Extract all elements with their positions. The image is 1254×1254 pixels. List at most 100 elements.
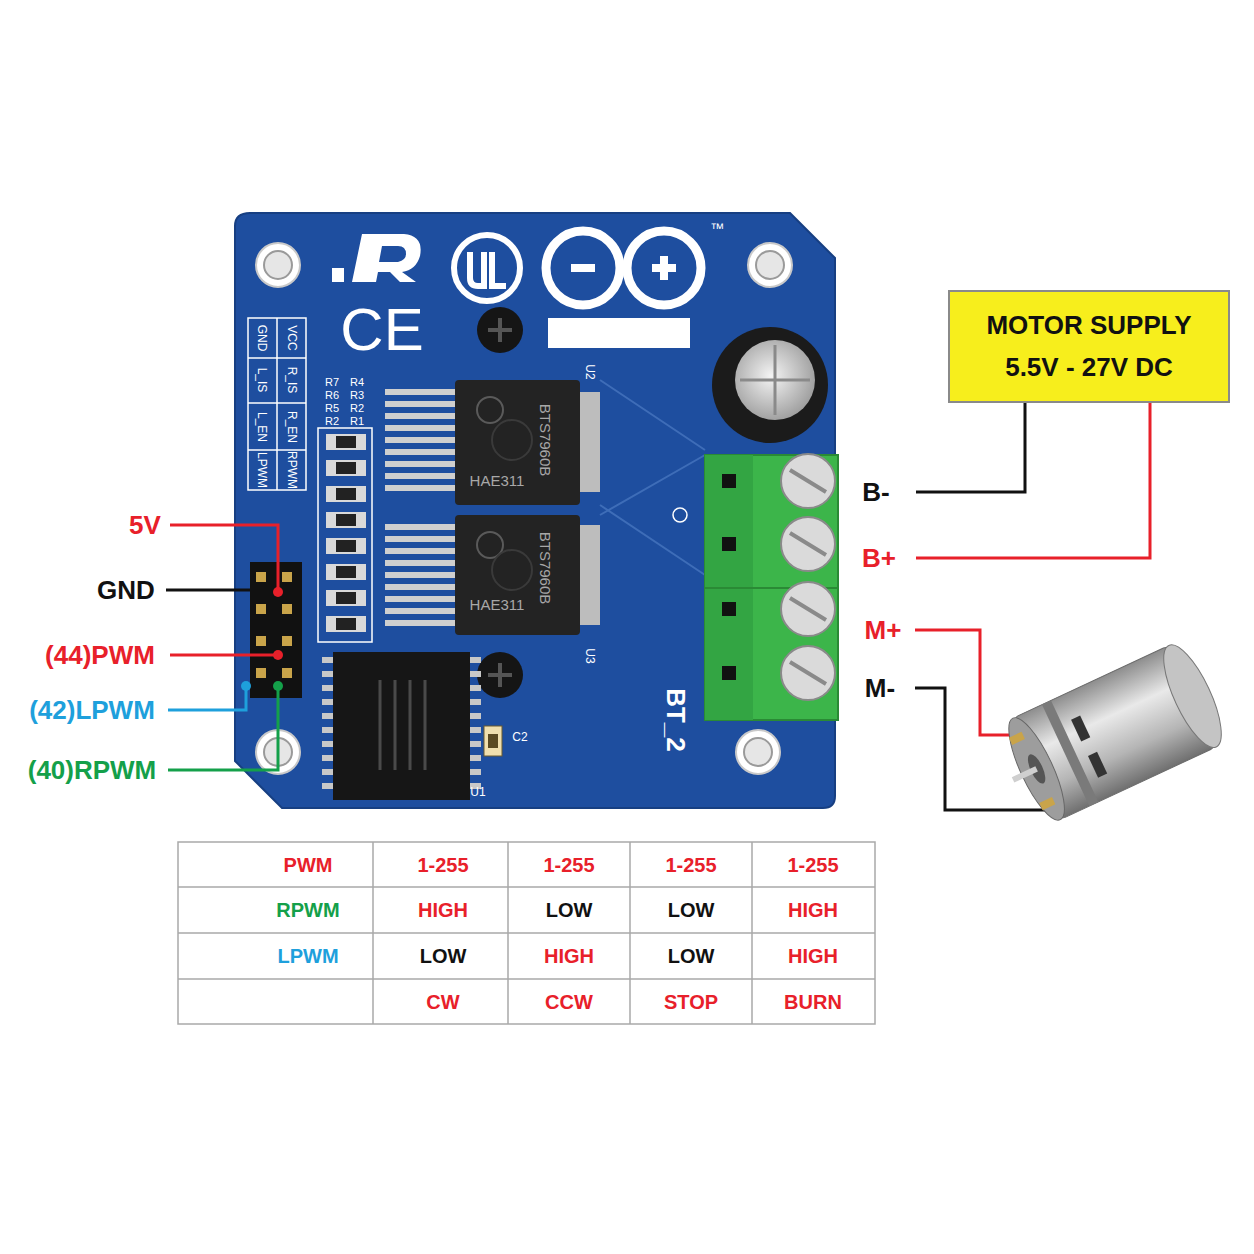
wire-dot: [273, 681, 283, 691]
supply-box: MOTOR SUPPLY 5.5V - 27V DC: [948, 290, 1230, 403]
wire-rpwm: [168, 686, 278, 770]
table-cell: RPWM: [276, 900, 339, 920]
table-cell: LOW: [546, 900, 593, 920]
screw: [477, 307, 523, 353]
table-cell: LOW: [668, 946, 715, 966]
arduino-logo: [627, 231, 701, 305]
wire-b-minus: [916, 403, 1025, 492]
resistor-body: [336, 618, 356, 630]
silkscreen-text: R_IS: [286, 367, 298, 394]
capacitor-body: [488, 734, 498, 748]
resistor-ref: R3: [350, 390, 364, 401]
silkscreen-text: R_EN: [286, 411, 298, 443]
capacitor-can: [712, 327, 828, 443]
silk-line: [248, 449, 306, 451]
minus-sign: [571, 264, 595, 272]
terminal-screws: [781, 454, 835, 700]
silk-line: [248, 357, 306, 359]
mosfet-mark: [492, 420, 532, 460]
hole-center: [756, 251, 784, 279]
wire-dot: [273, 650, 283, 660]
capacitor-top: [735, 340, 815, 420]
silk-symbol: [673, 508, 687, 522]
table-cell: HIGH: [418, 900, 468, 920]
table-frame: [178, 842, 875, 1024]
resistor-body: [336, 488, 356, 500]
chip-marking: BTS7960B: [538, 532, 553, 605]
ce-mark: CE: [340, 300, 423, 360]
motor-face: [998, 711, 1074, 826]
terminal-hole: [722, 666, 736, 680]
motor-endcap: [1153, 638, 1233, 755]
terminal-holes: [722, 474, 736, 680]
wire-dot: [273, 587, 283, 597]
resistors: [326, 434, 366, 632]
terminal-hole: [722, 474, 736, 488]
silkscreen-text: RPWM: [286, 451, 298, 489]
table-cell: 1-255: [665, 855, 716, 875]
table-cell: CW: [426, 992, 459, 1012]
silk-outline: [248, 318, 306, 490]
terminal-label: B-: [862, 479, 889, 505]
header-pin: [256, 636, 266, 646]
resistor: [326, 512, 366, 528]
pin-label: GND: [97, 577, 155, 603]
mosfet-tab: [580, 392, 600, 492]
component-ref: U2: [584, 364, 596, 379]
header-pin: [282, 604, 292, 614]
silk-outline: [318, 428, 372, 642]
arduino-logo: [546, 231, 620, 305]
ic-marking: [380, 680, 425, 770]
silkscreen-table: [248, 318, 306, 490]
screw: [477, 652, 523, 698]
terminal-body: [705, 455, 838, 720]
ic-u1: [322, 652, 481, 800]
silkscreen-text: GND: [256, 325, 268, 352]
ul-letters: [470, 252, 506, 286]
resistor: [326, 590, 366, 606]
resistor-bodies: [336, 436, 356, 630]
resistor-ref: R2: [325, 416, 339, 427]
table-cell: 1-255: [787, 855, 838, 875]
header-pin: [256, 604, 266, 614]
table-cell: HIGH: [788, 946, 838, 966]
resistor-body: [336, 462, 356, 474]
terminal-hole: [722, 602, 736, 616]
silk-line: [276, 318, 278, 490]
mosfet-tab: [580, 525, 600, 625]
silkscreen-text: L_EN: [256, 412, 268, 442]
table-cell: STOP: [664, 992, 718, 1012]
chip-marking: HAE311: [470, 473, 525, 488]
resistor-body: [336, 436, 356, 448]
trademark: ™: [710, 221, 724, 235]
table-cell: BURN: [784, 992, 842, 1012]
motor-terminal: [1039, 797, 1055, 810]
recognition-logo: [332, 234, 421, 282]
motor-terminal: [1009, 732, 1025, 745]
mounting-hole: [748, 243, 792, 287]
component-ref: C2: [512, 731, 527, 743]
table-cell: PWM: [284, 855, 333, 875]
header-pin: [282, 636, 292, 646]
resistor: [326, 434, 366, 450]
mounting-hole: [256, 243, 300, 287]
wire-5v: [170, 525, 278, 592]
chip-marking: HAE311: [470, 597, 525, 612]
table-cell: LOW: [420, 946, 467, 966]
header-pin: [256, 572, 266, 582]
resistor-ref: R1: [350, 416, 364, 427]
wire-pwm: [170, 654, 278, 657]
resistor: [326, 616, 366, 632]
mosfet-logo: [477, 397, 503, 423]
table-cell: 1-255: [417, 855, 468, 875]
mosfet-mark: [492, 550, 532, 590]
screw-cross: [488, 663, 512, 687]
resistor-ref: R7: [325, 377, 339, 388]
resistor: [326, 486, 366, 502]
hole-center: [264, 251, 292, 279]
screw-head: [477, 307, 523, 353]
header-pin: [256, 668, 266, 678]
wire-dot: [241, 681, 251, 691]
terminal-label: M-: [865, 675, 895, 701]
table-grid: [178, 842, 875, 1024]
